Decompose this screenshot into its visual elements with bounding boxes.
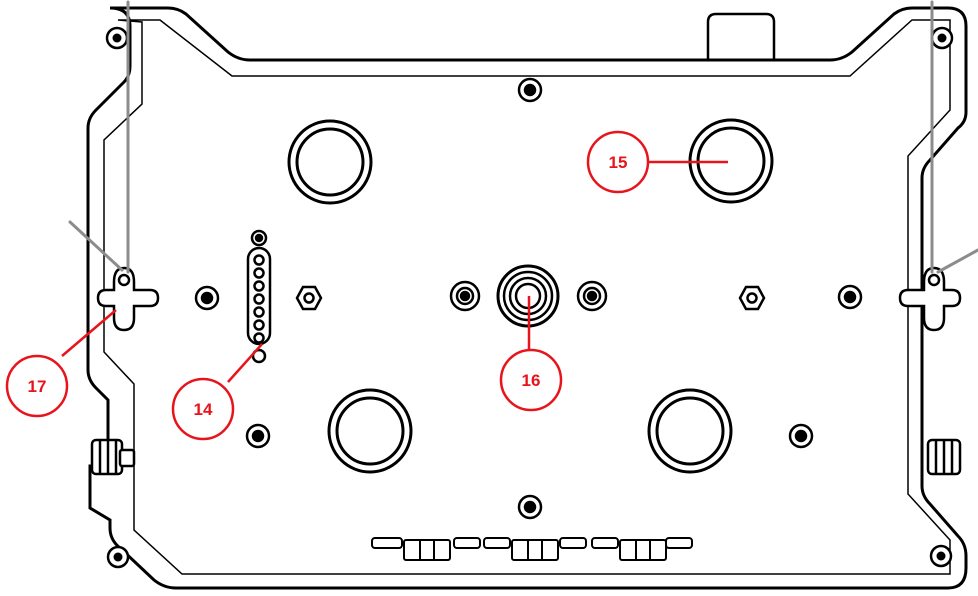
screw-lower-right	[788, 423, 814, 449]
callout-label: 16	[522, 371, 541, 390]
callout-label: 15	[609, 153, 628, 172]
top-connector	[706, 12, 776, 62]
callout-circle	[5, 354, 69, 418]
screw-top-right	[930, 26, 954, 50]
callout-label: 14	[194, 400, 213, 419]
callout-circle	[499, 348, 563, 412]
right-side-knob	[926, 438, 962, 476]
hex-nut-right	[738, 285, 766, 311]
pin-connector	[246, 229, 272, 364]
screw-center-right	[576, 280, 608, 312]
cables	[68, 0, 978, 274]
port-lower-right	[647, 388, 733, 474]
screw-left-mid	[194, 285, 220, 311]
callout-leaders	[61, 160, 728, 383]
screw-center-left	[449, 280, 481, 312]
port-upper-left	[287, 119, 373, 205]
hex-nut-left	[295, 285, 323, 311]
screw-right-mid	[837, 284, 863, 310]
keyhole-bracket-left	[96, 266, 160, 332]
callout-circle	[586, 130, 650, 194]
callout-label: 17	[28, 377, 47, 396]
inner-panel-contour	[103, 19, 951, 575]
left-side-knob	[90, 438, 136, 476]
screw-bottom-center	[517, 494, 543, 520]
callout-14: 14	[171, 377, 235, 441]
screw-bottom-right	[929, 544, 953, 568]
callout-circle	[171, 377, 235, 441]
callout-16: 16	[499, 348, 563, 412]
screw-top-left	[105, 26, 129, 50]
hex-nuts	[295, 285, 766, 311]
callout-17: 17	[5, 354, 69, 418]
screw-bottom-left	[106, 545, 130, 569]
keyhole-bracket-right	[898, 266, 962, 332]
corner-screws	[105, 26, 954, 569]
panel-screws	[194, 77, 863, 520]
callout-15: 15	[586, 130, 650, 194]
screw-lower-left	[245, 423, 271, 449]
bottom-connectors	[371, 537, 693, 561]
port-lower-left	[327, 388, 413, 474]
screw-top-center	[517, 77, 543, 103]
